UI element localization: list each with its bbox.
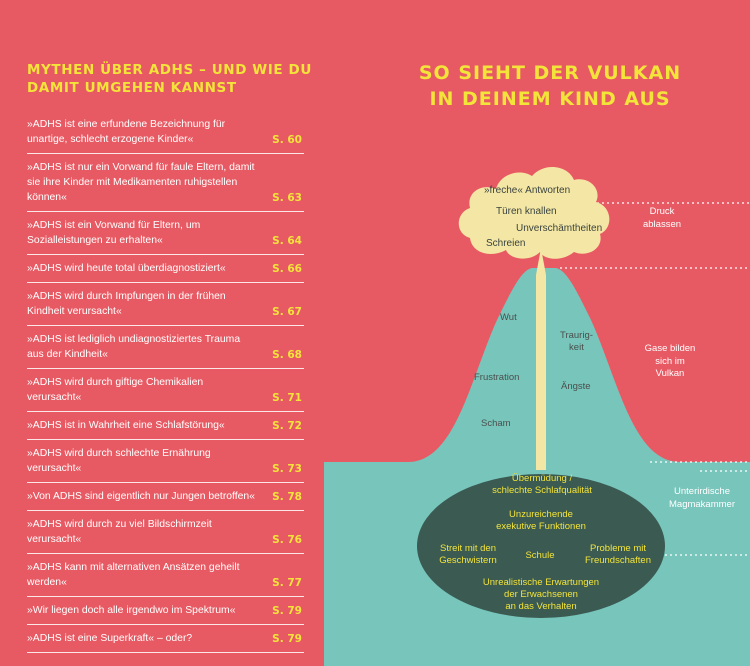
- volcano-vent: [536, 248, 546, 470]
- myth-page-ref: S. 72: [272, 420, 302, 432]
- myth-text: »Von ADHS sind eigentlich nur Jungen bet…: [27, 491, 255, 502]
- myth-text: »ADHS ist lediglich undiagnostiziertes T…: [27, 334, 241, 360]
- myth-page-ref: S. 79: [272, 633, 302, 645]
- myth-item[interactable]: »ADHS ist eine erfundene Bezeichnung für…: [27, 111, 304, 154]
- cause-line: der Erwachsenen: [504, 589, 578, 600]
- myth-text: »ADHS ist nur ein Vorwand für faule Elte…: [27, 162, 255, 203]
- cause-freundschaften: Probleme mit Freundschaften: [578, 543, 658, 567]
- myth-text: »ADHS ist in Wahrheit eine Schlafstörung…: [27, 420, 225, 431]
- myth-text: »ADHS wird durch giftige Chemikalien ver…: [27, 377, 204, 403]
- emotion-traurigkeit-line1: Traurig-: [560, 330, 593, 341]
- emotion-traurigkeit-line2: keit: [569, 342, 584, 353]
- side-label-line: Magmakammer: [669, 498, 735, 510]
- myth-page-ref: S. 63: [272, 192, 302, 204]
- cause-exekutive-funktionen: Unzureichende exekutive Funktionen: [486, 509, 596, 533]
- cause-line: Geschwistern: [439, 555, 497, 566]
- myth-item[interactable]: »Wir liegen doch alle irgendwo im Spektr…: [27, 597, 304, 625]
- cause-erwartungen: Unrealistische Erwartungen der Erwachsen…: [470, 577, 612, 613]
- myths-heading-line1: MYTHEN ÜBER ADHS – UND WIE DU: [27, 62, 312, 78]
- cause-geschwister: Streit mit den Geschwistern: [430, 543, 506, 567]
- myths-heading-line2: DAMIT UMGEHEN KANNST: [27, 80, 237, 96]
- magma-chamber: [417, 474, 665, 618]
- myth-item[interactable]: »ADHS kann mit alternativen Ansätzen geh…: [27, 554, 304, 597]
- myth-text: »ADHS wird durch zu viel Bildschirmzeit …: [27, 519, 212, 545]
- cloud-label: »freche« Antworten: [484, 185, 571, 196]
- myth-item[interactable]: »ADHS ist lediglich undiagnostiziertes T…: [27, 326, 304, 369]
- myth-text: »Wir liegen doch alle irgendwo im Spektr…: [27, 605, 236, 616]
- myth-text: »ADHS kann mit alternativen Ansätzen geh…: [27, 562, 240, 588]
- volcano-heading: SO SIEHT DER VULKAN IN DEINEM KIND AUS: [380, 60, 720, 112]
- eruption-cloud: [458, 166, 610, 259]
- cause-line: Unrealistische Erwartungen: [482, 577, 600, 588]
- cause-line: exekutive Funktionen: [496, 521, 586, 532]
- cloud-label: Unverschämtheiten: [516, 223, 603, 234]
- myth-item[interactable]: »ADHS ist eine Superkraft« – oder? S. 79: [27, 625, 304, 653]
- side-label-line: sich im: [655, 355, 685, 367]
- myth-text: »ADHS wird heute total überdiagnostizier…: [27, 263, 226, 274]
- myth-page-ref: S. 73: [272, 463, 302, 475]
- side-label-line: Druck: [649, 206, 675, 217]
- myth-text: »ADHS ist eine Superkraft« – oder?: [27, 633, 193, 644]
- myth-page-ref: S. 77: [272, 577, 302, 589]
- side-label-line: ablassen: [642, 218, 682, 230]
- label-magmakammer: Unterirdische Magmakammer: [656, 486, 748, 511]
- myths-list: »ADHS ist eine erfundene Bezeichnung für…: [27, 111, 304, 653]
- myth-item[interactable]: »ADHS wird durch giftige Chemikalien ver…: [27, 369, 304, 412]
- emotion-wut: Wut: [500, 312, 517, 323]
- myth-text: »ADHS ist eine erfundene Bezeichnung für…: [27, 119, 226, 145]
- volcano-heading-line1: SO SIEHT DER VULKAN: [418, 62, 682, 84]
- side-label-line: Unterirdische: [674, 486, 730, 497]
- cause-uebermuedung: Übermüdung / schlechte Schlafqualität: [482, 473, 602, 497]
- myth-text: »ADHS wird durch schlechte Ernährung ver…: [27, 448, 211, 474]
- emotion-frustration: Frustration: [474, 372, 520, 383]
- cause-line: Freundschaften: [584, 555, 651, 566]
- myth-text: »ADHS wird durch Impfungen in der frühen…: [27, 291, 226, 317]
- myth-page-ref: S. 76: [272, 534, 302, 546]
- side-label-line: Gase bilden: [644, 343, 696, 354]
- myth-item[interactable]: »Von ADHS sind eigentlich nur Jungen bet…: [27, 483, 304, 511]
- myth-item[interactable]: »ADHS wird durch schlechte Ernährung ver…: [27, 440, 304, 483]
- cause-line: Probleme mit: [590, 543, 646, 554]
- myth-page-ref: S. 68: [272, 349, 302, 361]
- myth-item[interactable]: »ADHS wird heute total überdiagnostizier…: [27, 255, 304, 283]
- cause-schule: Schule: [525, 550, 555, 561]
- myth-item[interactable]: »ADHS ist nur ein Vorwand für faule Elte…: [27, 154, 304, 212]
- myth-item[interactable]: »ADHS ist in Wahrheit eine Schlafstörung…: [27, 412, 304, 440]
- myth-page-ref: S. 78: [272, 491, 302, 503]
- cause-line: Unzureichende: [509, 509, 573, 520]
- cause-line: Streit mit den: [440, 543, 496, 554]
- emotion-aengste: Ängste: [561, 381, 591, 392]
- cloud-label: Schreien: [486, 238, 526, 249]
- myth-page-ref: S. 71: [272, 392, 302, 404]
- myth-text: »ADHS ist ein Vorwand für Eltern, um Soz…: [27, 220, 201, 246]
- myth-page-ref: S. 60: [272, 134, 302, 146]
- cause-line: schlechte Schlafqualität: [492, 485, 592, 496]
- cloud-label: Türen knallen: [496, 206, 557, 217]
- myth-item[interactable]: »ADHS wird durch Impfungen in der frühen…: [27, 283, 304, 326]
- myth-page-ref: S. 67: [272, 306, 302, 318]
- myth-item[interactable]: »ADHS ist ein Vorwand für Eltern, um Soz…: [27, 212, 304, 255]
- emotion-scham: Scham: [481, 418, 511, 429]
- emotion-traurigkeit: Traurig- keit: [560, 330, 593, 354]
- myth-page-ref: S. 66: [272, 263, 302, 275]
- label-druck-ablassen: Druck ablassen: [622, 206, 702, 231]
- myths-heading: MYTHEN ÜBER ADHS – UND WIE DU DAMIT UMGE…: [27, 61, 317, 97]
- myth-page-ref: S. 64: [272, 235, 302, 247]
- cause-line: Übermüdung /: [511, 473, 573, 484]
- myth-page-ref: S. 79: [272, 605, 302, 617]
- myth-item[interactable]: »ADHS wird durch zu viel Bildschirmzeit …: [27, 511, 304, 554]
- volcano-heading-line2: IN DEINEM KIND AUS: [429, 88, 671, 110]
- cause-line: an das Verhalten: [505, 601, 577, 612]
- side-label-line: Vulkan: [655, 368, 685, 379]
- label-gase-bilden: Gase bilden sich im Vulkan: [630, 343, 710, 381]
